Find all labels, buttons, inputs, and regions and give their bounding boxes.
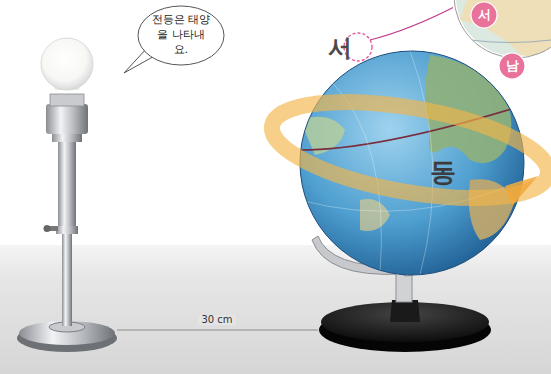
direction-label: 동 — [430, 159, 456, 185]
direction-marker: 서 — [471, 2, 497, 28]
direction-letter: 남 — [506, 57, 519, 75]
direction-label: 서 — [328, 36, 352, 60]
speech-text: 전등은 태양을 나타내요. — [150, 13, 212, 58]
direction-letter: 서 — [478, 6, 491, 24]
direction-marker: 남 — [499, 53, 525, 79]
dimension-label: 30 cm — [198, 315, 235, 325]
speech-bubble: 전등은 태양을 나타내요. — [138, 6, 224, 65]
